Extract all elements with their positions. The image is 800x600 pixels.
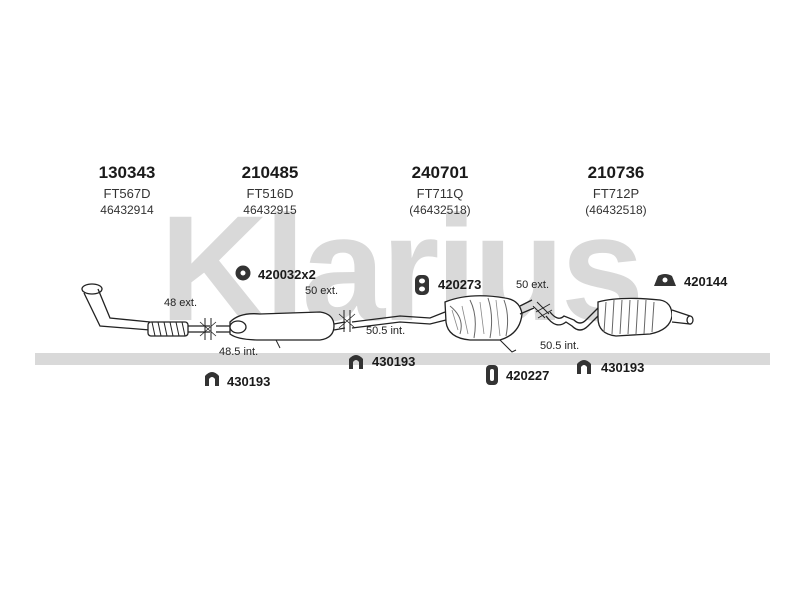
part-code: FT567D xyxy=(103,186,151,201)
front-pipe-drawing[interactable] xyxy=(81,283,210,337)
exhaust-bracket-icon[interactable] xyxy=(652,272,678,288)
part-240701-header: 240701 FT711Q (46432518) xyxy=(380,163,500,217)
rubber-mount-icon[interactable] xyxy=(234,264,252,282)
fitting-3-marks xyxy=(532,301,553,319)
part-210485-header: 210485 FT516D 46432915 xyxy=(210,163,330,217)
oem-number: 46432915 xyxy=(243,203,297,217)
part-code: FT516D xyxy=(246,186,294,201)
rubber-hanger-icon[interactable] xyxy=(413,274,431,296)
part-code: FT712P xyxy=(592,186,640,201)
fitting-2-int-label: 50.5 int. xyxy=(366,325,406,337)
accessory-420144-label: 420144 xyxy=(684,274,728,289)
fitting-2-marks xyxy=(338,310,356,332)
part-number: 210485 xyxy=(241,163,299,182)
part-code: FT711Q xyxy=(416,186,464,201)
part-number: 240701 xyxy=(411,163,469,182)
rubber-strap-icon[interactable] xyxy=(484,364,500,386)
rubber-hanger-icon[interactable] xyxy=(574,356,594,376)
part-130343-header: 130343 FT567D 46432914 xyxy=(67,163,187,217)
oem-number: (46432518) xyxy=(409,203,471,217)
fitting-3-int-label: 50.5 int. xyxy=(540,340,580,352)
accessory-430193-label: 430193 xyxy=(601,360,645,375)
fitting-1-int-label: 48.5 int. xyxy=(219,346,259,358)
accessory-420032-label: 420032x2 xyxy=(258,267,316,282)
rubber-hanger-icon[interactable] xyxy=(202,368,222,388)
accessory-430193-label: 430193 xyxy=(227,374,271,389)
middle-silencer-drawing[interactable] xyxy=(351,295,535,353)
oem-number: (46432518) xyxy=(585,203,647,217)
part-number: 210736 xyxy=(587,163,645,182)
part-number: 130343 xyxy=(98,163,156,182)
accessory-430193-label: 430193 xyxy=(372,354,416,369)
rear-silencer-drawing[interactable] xyxy=(545,297,694,337)
fitting-1-marks xyxy=(199,318,217,340)
oem-number: 46432914 xyxy=(100,203,154,217)
fitting-1-ext-label: 48 ext. xyxy=(164,297,198,309)
accessory-420227-label: 420227 xyxy=(506,368,550,383)
fitting-2-ext-label: 50 ext. xyxy=(305,285,339,297)
accessory-420273-label: 420273 xyxy=(438,277,482,292)
part-210736-header: 210736 FT712P (46432518) xyxy=(556,163,676,217)
centre-silencer-drawing[interactable] xyxy=(216,311,346,349)
fitting-3-ext-label: 50 ext. xyxy=(516,279,550,291)
rubber-hanger-icon[interactable] xyxy=(346,351,366,371)
